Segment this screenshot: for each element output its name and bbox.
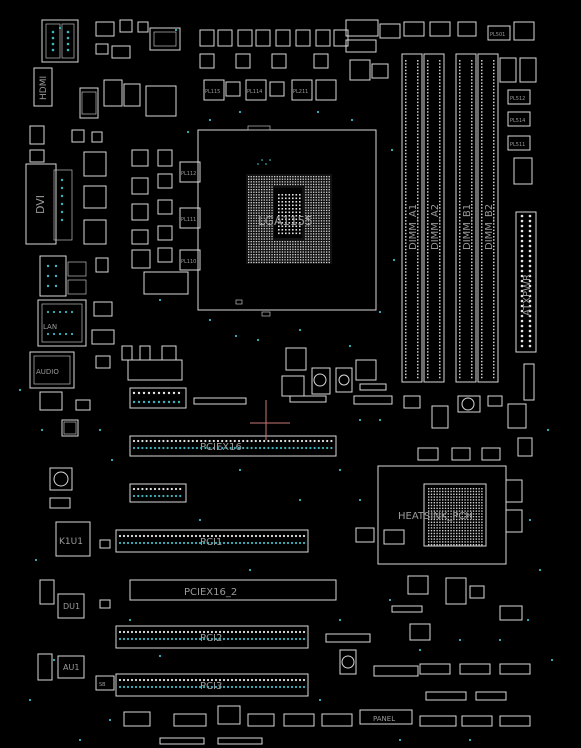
left-chips: K1U1 DU1 AU1 SB <box>37 467 115 691</box>
usb-top-pins <box>132 391 181 404</box>
cpu-pad-grid <box>248 176 330 264</box>
dvi-label: DVI <box>34 195 47 214</box>
pcie-x16-2-label: PCIEX16_2 <box>184 587 237 598</box>
pl114-label: PL114 <box>247 89 262 95</box>
inductor-pl512[interactable] <box>507 89 531 105</box>
inductor-pl114[interactable] <box>245 79 267 101</box>
mid-components <box>121 345 503 429</box>
dimm-slots: DIMM_A1 DIMM_A2 DIMM_B1 DIMM_B2 <box>401 53 499 383</box>
dimm-pins <box>405 60 495 379</box>
dimm-a2-label: DIMM_A2 <box>430 204 441 250</box>
k1u1-label: K1U1 <box>59 537 83 547</box>
pl112-label: PL112 <box>181 171 196 177</box>
panel-header[interactable] <box>359 709 413 725</box>
audio-connector[interactable] <box>29 351 75 389</box>
atx-power-connector[interactable] <box>515 211 537 353</box>
usb-header-top[interactable] <box>129 387 187 409</box>
pci1-pins <box>118 534 306 545</box>
pcie-x16-2-slot[interactable] <box>129 579 337 601</box>
pcie-x1-pins <box>132 487 182 498</box>
panel-label: PANEL <box>373 715 395 723</box>
inductor-pl511[interactable] <box>507 135 531 151</box>
vrm-top: PL115 PL114 PL211 <box>199 19 401 101</box>
dimm-b2-label: DIMM_B2 <box>484 204 495 250</box>
left-components <box>61 19 181 437</box>
dimm-b1-label: DIMM_B1 <box>462 204 473 250</box>
pl512-label: PL512 <box>510 96 525 102</box>
right-power: PL501 PL512 PL514 PL511 ATXPWR <box>403 21 537 457</box>
du1-label: DU1 <box>63 602 80 611</box>
inductor-pl211[interactable] <box>291 79 313 101</box>
cpu-socket-area[interactable]: LGA1155 <box>197 125 377 317</box>
dimm-b1-slot[interactable] <box>455 53 477 383</box>
au1-chip[interactable] <box>57 655 85 679</box>
dimm-a2-slot[interactable] <box>423 53 445 383</box>
heatsink-label: HEATSINK_PCH <box>398 511 473 522</box>
vrm-left: PL112 PL111 PL110 <box>131 149 201 295</box>
pci2-pins <box>118 630 306 641</box>
pch-area: HEATSINK_PCH <box>355 447 523 565</box>
cpu-socket-outline[interactable] <box>197 129 377 311</box>
dimm-a1-label: DIMM_A1 <box>408 204 419 250</box>
atxpwr-label: ATXPWR <box>522 274 533 316</box>
pci3-label: PCI3 <box>200 681 222 692</box>
sb-label: SB <box>99 682 106 688</box>
pci3-slot[interactable] <box>115 673 309 697</box>
rear-io: HDMI DVI LAN AUDIO <box>25 19 87 411</box>
pl110-label: PL110 <box>181 259 196 265</box>
pci1-slot[interactable] <box>115 529 309 553</box>
du1-chip[interactable] <box>57 593 85 619</box>
hdmi-connector[interactable] <box>33 67 53 107</box>
pci2-label: PCI2 <box>200 633 222 644</box>
pl111-label: PL111 <box>181 217 196 223</box>
pcie1-pins <box>132 439 333 450</box>
crosshair-cursor-icon[interactable] <box>250 400 290 440</box>
pch-chip[interactable] <box>423 483 487 547</box>
audio-label: AUDIO <box>36 368 59 376</box>
inductor-pl501[interactable] <box>487 25 511 41</box>
pcie-x1-slot[interactable] <box>129 483 187 503</box>
k1u1-chip[interactable] <box>55 521 91 557</box>
dimm-b2-slot[interactable] <box>477 53 499 383</box>
pcie-x16-slot[interactable] <box>129 435 337 457</box>
dvi-connector[interactable] <box>25 163 57 245</box>
pch-grid <box>428 488 483 546</box>
pl211-label: PL211 <box>293 89 308 95</box>
dimm-a1-slot[interactable] <box>401 53 423 383</box>
lan-label: LAN <box>43 323 57 331</box>
cpu-inner-pads <box>278 194 301 235</box>
ft1u1-chip[interactable] <box>409 623 431 641</box>
inductor-pl514[interactable] <box>507 111 531 127</box>
test-points <box>18 26 554 742</box>
expansion-slots: PCIEX16 PCI1 PCIEX16_2 PCI2 PCI3 <box>115 435 337 697</box>
atx-pins <box>520 214 532 348</box>
cpu-socket-label: LGA1155 <box>258 214 313 228</box>
pcie-x16-label: PCIEX16 <box>200 442 242 453</box>
pl115-label: PL115 <box>205 89 220 95</box>
pl514-label: PL514 <box>510 118 525 124</box>
lan-connector[interactable] <box>37 299 87 347</box>
inductor-pl110[interactable] <box>179 249 201 271</box>
pci2-slot[interactable] <box>115 625 309 649</box>
bottom-headers: PANEL <box>123 705 531 745</box>
pl511-label: PL511 <box>510 142 525 148</box>
pci1-label: PCI1 <box>200 537 222 548</box>
lower-right <box>325 575 531 701</box>
inductor-pl115[interactable] <box>203 79 225 101</box>
hdmi-label: HDMI <box>39 76 49 100</box>
au1-label: AU1 <box>63 663 79 672</box>
inductor-pl112[interactable] <box>179 161 201 183</box>
inductor-pl111[interactable] <box>179 207 201 229</box>
pci3-pins <box>118 678 306 689</box>
pl501-label: PL501 <box>490 32 505 38</box>
